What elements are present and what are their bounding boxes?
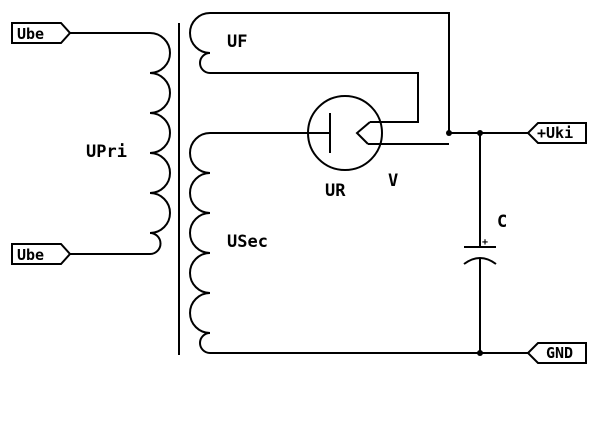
port-input-bottom-label: Ube <box>17 246 44 264</box>
capacitor-polarity-mark: + <box>482 237 488 248</box>
valve-name-label: V <box>388 171 398 191</box>
port-input-top: Ube <box>11 22 72 44</box>
secondary-winding <box>189 132 528 354</box>
filament-winding-label: UF <box>227 32 247 52</box>
port-input-bottom: Ube <box>11 243 72 265</box>
secondary-winding-label: USec <box>227 232 268 252</box>
filament-winding <box>189 12 450 133</box>
valve-anode-label: UR <box>325 181 346 201</box>
output-rail <box>446 130 528 356</box>
primary-winding-label: UPri <box>86 142 127 162</box>
port-output-positive: +Uki <box>526 122 587 144</box>
valve-cathode <box>355 121 371 145</box>
junction-dot <box>446 130 452 136</box>
port-output-ground-label: GND <box>546 344 573 362</box>
port-input-top-label: Ube <box>17 25 44 43</box>
capacitor-label: C <box>497 212 507 232</box>
capacitor <box>463 133 497 353</box>
primary-winding <box>70 32 171 255</box>
valve-envelope <box>307 95 383 171</box>
rectifier-valve <box>307 95 449 171</box>
port-output-positive-label: +Uki <box>537 124 573 142</box>
port-output-ground: GND <box>526 342 587 364</box>
